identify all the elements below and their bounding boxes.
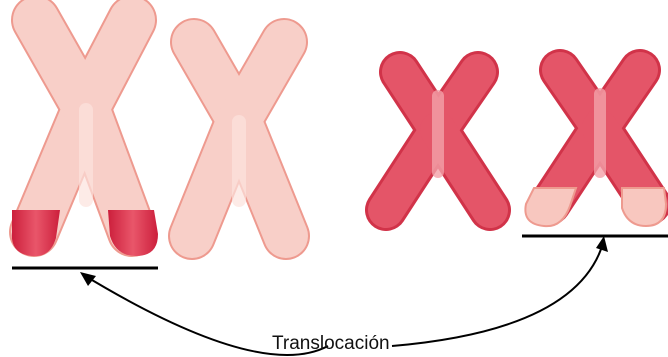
arrowhead-right bbox=[596, 236, 608, 252]
chromosome-4-translocated-segment-right bbox=[622, 188, 666, 226]
arrowhead-left bbox=[80, 272, 96, 286]
chromosome-4-translocated-segment-left bbox=[525, 188, 576, 226]
chromosome-4 bbox=[525, 70, 666, 226]
translocation-label: Translocación bbox=[272, 333, 390, 354]
chromosome-1-translocated-segment-left bbox=[12, 210, 60, 256]
chromosome-2 bbox=[192, 42, 286, 236]
chromosome-1 bbox=[12, 20, 158, 256]
chromosome-3 bbox=[386, 72, 490, 210]
